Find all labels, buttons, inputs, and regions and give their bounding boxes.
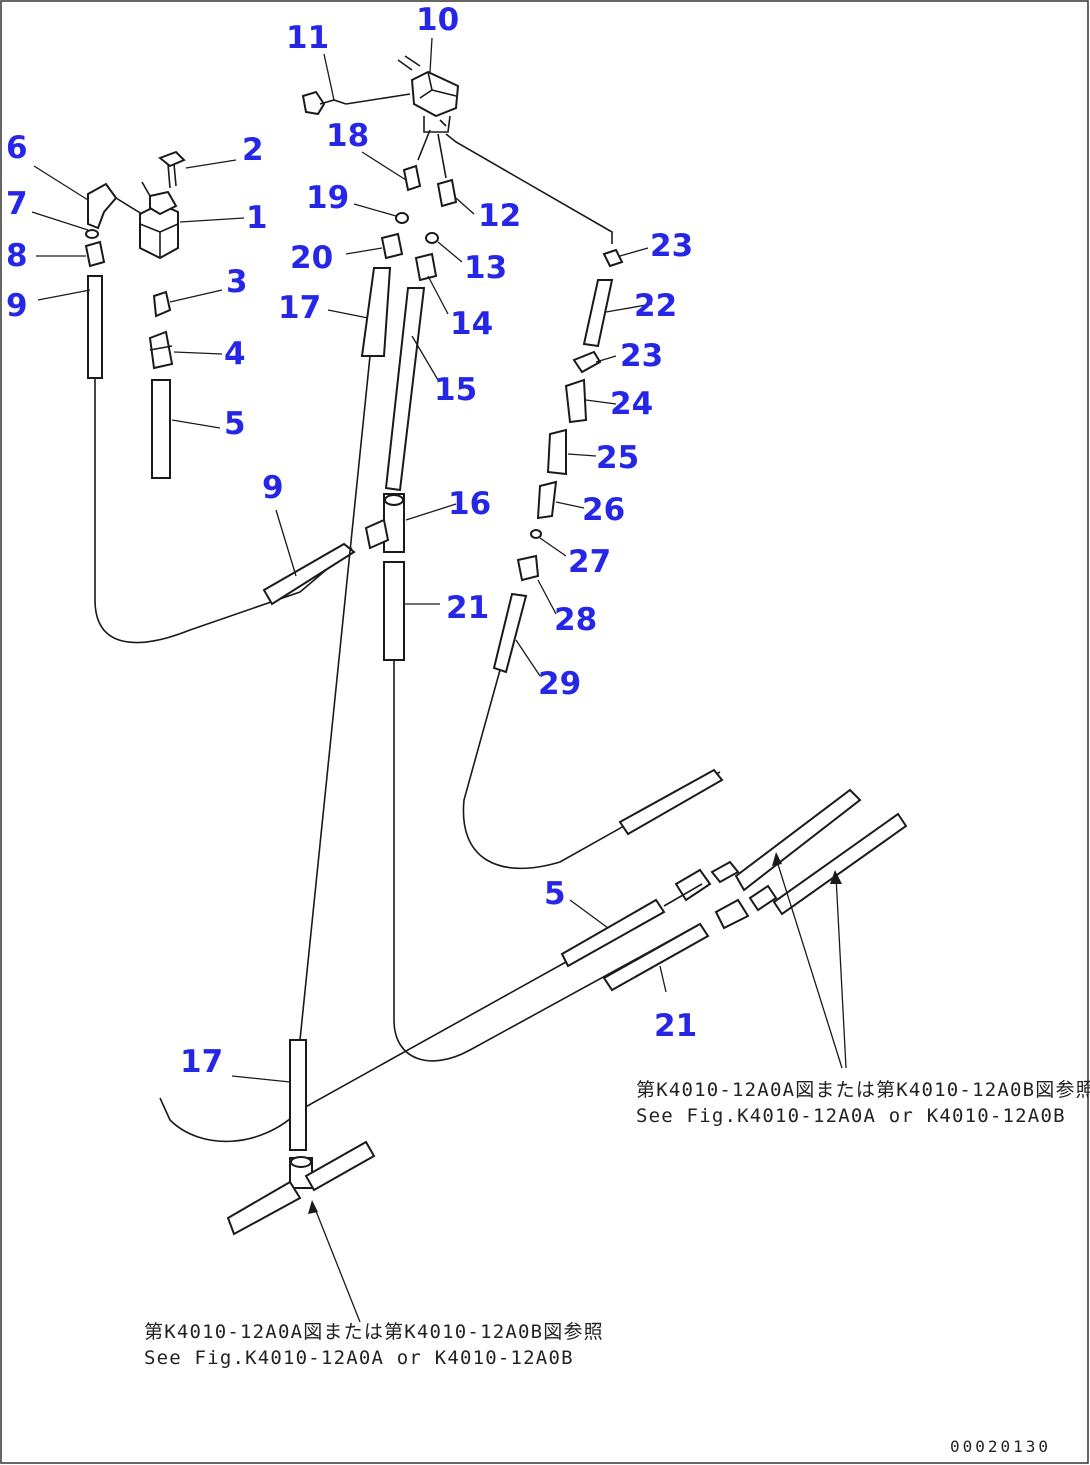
callout-29: 29	[538, 666, 581, 702]
connector-4-line	[149, 345, 173, 351]
tube-5	[151, 379, 171, 479]
bolt-2	[158, 150, 186, 189]
callout-2: 2	[242, 132, 264, 168]
callout-11: 11	[286, 20, 329, 56]
elbow-6-link	[115, 197, 143, 215]
elbow-6	[87, 182, 118, 230]
callout-23-lower: 23	[620, 338, 663, 374]
note-bottom-en: See Fig.K4010-12A0A or K4010-12A0B	[144, 1347, 574, 1369]
callout-21: 21	[446, 590, 489, 626]
callout-27: 27	[568, 544, 611, 580]
callout-20: 20	[290, 240, 333, 276]
tube-9	[87, 275, 103, 379]
reference-arrows	[308, 852, 847, 1323]
callout-16: 16	[448, 486, 491, 522]
callout-14: 14	[450, 306, 493, 342]
callout-13: 13	[464, 250, 507, 286]
valve-body-1	[139, 181, 179, 260]
connector-24	[564, 378, 588, 424]
connector-18	[402, 164, 422, 192]
callout-26: 26	[582, 492, 625, 528]
tube-29-lower	[618, 768, 724, 836]
callout-28: 28	[554, 602, 597, 638]
callout-9-lower: 9	[262, 470, 284, 506]
callout-3: 3	[226, 264, 248, 300]
pipe-29-line	[462, 669, 721, 870]
sleeve-20	[380, 232, 404, 260]
tee-bottom	[226, 1140, 376, 1236]
callout-6: 6	[6, 130, 28, 166]
sleeve-28	[516, 554, 540, 582]
tube-15	[384, 287, 426, 492]
sleeve-14	[414, 252, 438, 282]
tube-17-lower	[289, 1039, 307, 1151]
pipe-line-12-branch	[437, 133, 447, 179]
fitting-pair-lower	[714, 812, 908, 930]
note-right-en: See Fig.K4010-12A0A or K4010-12A0B	[636, 1105, 1066, 1127]
pipe-line-18-branch	[417, 129, 431, 161]
callout-17-lower: 17	[180, 1044, 223, 1080]
ring-19	[395, 212, 409, 224]
nut-25	[546, 428, 567, 476]
tube-29	[492, 592, 528, 674]
callout-23: 23	[650, 228, 693, 264]
callout-19: 19	[306, 180, 349, 216]
callout-5: 5	[224, 406, 246, 442]
callout-10: 10	[416, 2, 459, 38]
sleeve-8	[84, 240, 106, 268]
pipe-line-22-branch	[445, 133, 613, 244]
nipple-26	[536, 480, 558, 520]
note-bottom-jp: 第K4010-12A0A図または第K4010-12A0B図参照	[144, 1321, 604, 1343]
tube-17-upper	[360, 267, 392, 357]
callout-18: 18	[326, 118, 369, 154]
fitting-pair-upper	[674, 788, 862, 902]
callout-15: 15	[434, 372, 477, 408]
tee-16	[364, 493, 405, 553]
callout-25: 25	[596, 440, 639, 476]
callout-8: 8	[6, 238, 28, 274]
note-right-jp: 第K4010-12A0A図または第K4010-12A0B図参照	[636, 1079, 1090, 1101]
nipple-3	[152, 290, 172, 318]
pipe-9-line	[94, 378, 353, 644]
callout-21-lower: 21	[654, 1008, 697, 1044]
ring-27	[530, 529, 542, 539]
callout-24: 24	[610, 386, 653, 422]
tube-9-lower	[262, 542, 356, 606]
connector-4	[148, 330, 174, 370]
callout-12: 12	[478, 198, 521, 234]
callout-4: 4	[224, 336, 246, 372]
callout-1: 1	[246, 200, 268, 236]
callout-9: 9	[6, 288, 28, 324]
callout-5-lower: 5	[544, 876, 566, 912]
tube-22	[582, 279, 614, 348]
clamp-23-lower	[572, 350, 602, 374]
callout-22: 22	[634, 288, 677, 324]
valve-assembly-10	[397, 55, 460, 133]
leader-lines	[31, 37, 667, 1083]
connector-12	[436, 178, 458, 208]
ring-13	[425, 232, 439, 244]
connector-11	[301, 90, 411, 116]
pipe-17-line	[299, 355, 371, 1041]
clamp-23-upper	[602, 248, 624, 268]
drawing-code: 00020130	[950, 1437, 1051, 1456]
ring-7	[85, 229, 99, 239]
tube-21	[383, 561, 405, 661]
tube-5-link	[663, 883, 703, 907]
pipe-21-line	[393, 660, 701, 1062]
callout-17: 17	[278, 290, 321, 326]
callout-7: 7	[6, 186, 28, 222]
tube-21-lower	[602, 922, 710, 992]
